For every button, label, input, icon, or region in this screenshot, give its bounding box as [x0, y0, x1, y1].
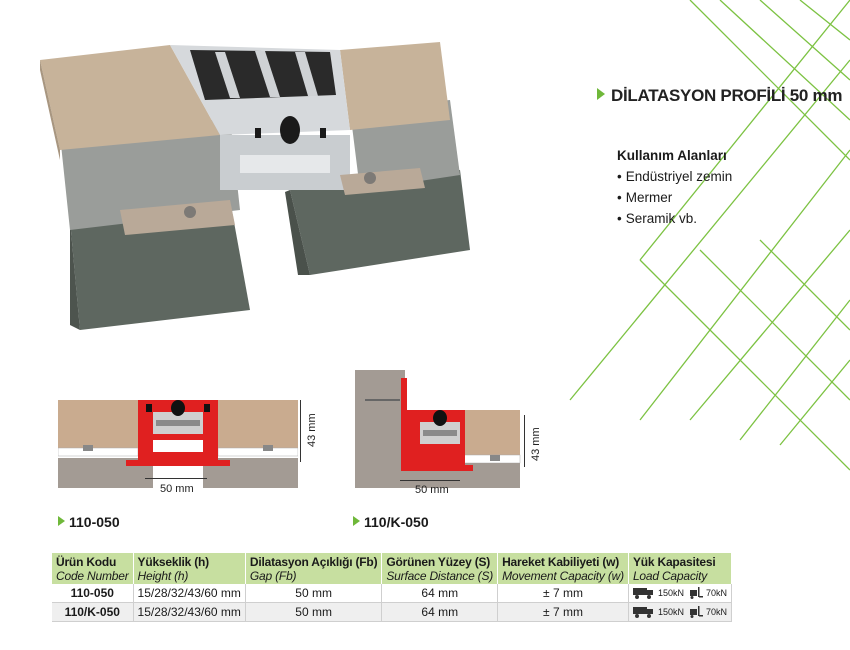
table-row: 110-050 15/28/32/43/60 mm 50 mm 64 mm ± … — [52, 584, 732, 603]
drawing-code-left: 110-050 — [58, 514, 120, 530]
table-row: 110/K-050 15/28/32/43/60 mm 50 mm 64 mm … — [52, 602, 732, 622]
cell-movement: ± 7 mm — [497, 584, 629, 603]
triangle-bullet-icon — [353, 516, 360, 526]
left-height-label: 43 mm — [306, 413, 318, 447]
triangle-bullet-icon — [58, 516, 65, 526]
cell-gap: 50 mm — [245, 602, 383, 622]
usage-item: Endüstriyel zemin — [617, 166, 733, 187]
col-movement-header: Hareket Kabiliyeti (w)Movement Capacity … — [497, 553, 629, 584]
truck-icon — [632, 588, 653, 599]
cell-height: 15/28/32/43/60 mm — [133, 584, 246, 603]
usage-item: Mermer — [617, 187, 732, 208]
cell-movement: ± 7 mm — [497, 602, 629, 622]
cell-height: 15/28/32/43/60 mm — [133, 602, 246, 622]
col-gap-header: Dilatasyon Açıklığı (Fb)Gap (Fb) — [245, 553, 383, 584]
left-gap-dimension-line — [145, 478, 207, 479]
usage-heading: Kullanım Alanları — [617, 148, 727, 163]
forklift-load-value: 70kN — [705, 588, 727, 598]
right-width-label: 50 mm — [415, 484, 449, 496]
truck-load-value: 150kN — [657, 607, 684, 617]
right-gap-dimension-line — [400, 480, 460, 481]
right-height-label: 43 mm — [530, 427, 542, 461]
col-surface-header: Görünen Yüzey (S)Surface Distance (S) — [381, 553, 499, 584]
usage-section: Kullanım Alanları Endüstriyel zemin Merm… — [617, 145, 732, 229]
left-height-dimension-line — [300, 400, 301, 462]
truck-icon — [632, 607, 653, 618]
col-height-header: Yükseklik (h)Height (h) — [133, 553, 246, 584]
cell-load: 150kN 70kN — [628, 584, 732, 603]
usage-item: Seramik vb. — [617, 208, 732, 229]
cell-code: 110-050 — [52, 584, 134, 603]
drawing-code-right: 110/K-050 — [353, 514, 429, 530]
forklift-icon — [689, 606, 703, 618]
cell-load: 150kN 70kN — [628, 602, 732, 622]
cross-section-110-k-050 — [355, 370, 521, 488]
forklift-load-value: 70kN — [705, 607, 727, 617]
page-title: DİLATASYON PROFİLİ 50 mm — [597, 86, 842, 106]
left-width-label: 50 mm — [160, 483, 194, 495]
right-height-dimension-line — [524, 415, 525, 467]
cross-section-110-050 — [58, 400, 298, 488]
profile-3d-illustration — [40, 42, 470, 330]
forklift-icon — [689, 587, 703, 599]
cell-code: 110/K-050 — [52, 602, 134, 622]
cell-surface: 64 mm — [381, 602, 499, 622]
cell-surface: 64 mm — [381, 584, 499, 603]
cell-gap: 50 mm — [245, 584, 383, 603]
truck-load-value: 150kN — [657, 588, 684, 598]
triangle-bullet-icon — [597, 88, 605, 100]
